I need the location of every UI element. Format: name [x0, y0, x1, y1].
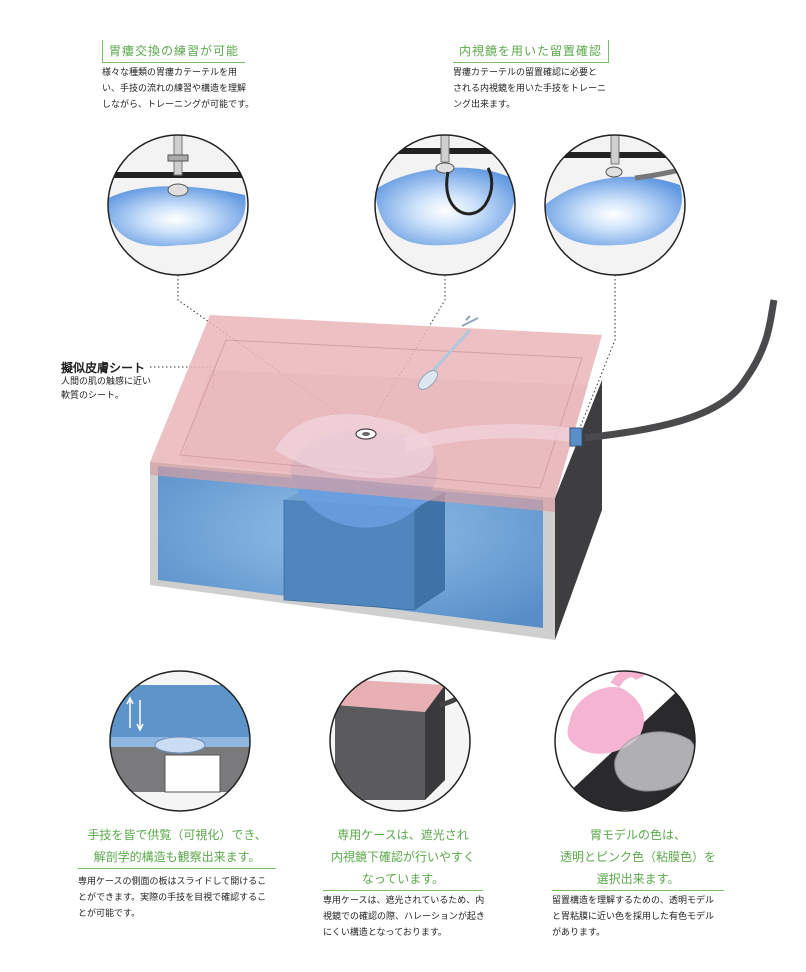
feature-title-model-color: 胃モデルの色は、 透明とピンク色（粘膜色）を 選択出来ます。	[552, 824, 724, 891]
skin-sheet-desc: 人間の肌の触感に近い 軟質のシート。	[61, 377, 152, 401]
skin-sheet-title: 擬似皮膚シート	[61, 361, 146, 375]
detail-circle-case	[329, 670, 471, 812]
feature-desc-model-color: 留置構造を理解するための、透明モデル と胃粘膜に近い色を採用した有色モデル があ…	[552, 896, 715, 938]
training-case	[150, 299, 778, 640]
feature-desc-visibility: 専用ケースの側面の板はスライドして開けるこ とができます。実際の手技を目視で確認…	[78, 877, 267, 919]
feature-desc-light-shield: 専用ケースは、遮光されているため、内 視鏡での確認の際、ハレーションが起き にく…	[323, 896, 485, 938]
detail-circle-side-open	[109, 670, 251, 812]
feature-title-visibility: 手技を皆で供覧（可視化）でき、 解剖学的構造も観察出来ます。	[78, 824, 276, 869]
detail-circle-3	[544, 134, 686, 276]
detail-circle-1	[107, 134, 249, 276]
detail-circle-stomach-models	[554, 670, 696, 812]
feature-title-exchange: 胃瘻交換の練習が可能	[102, 40, 246, 63]
feature-title-light-shield: 専用ケースは、遮光され 内視鏡下確認が行いやすく なっています。	[323, 824, 483, 891]
feature-desc-endoscope: 胃瘻カテーテルの留置確認に必要と される内視鏡を用いた手技をトレーニ ング出来ま…	[453, 68, 607, 110]
feature-desc-exchange: 様々な種類の胃瘻カテーテルを用 い、手技の流れの練習や構造を理解 しながら、トレ…	[102, 68, 255, 110]
feature-title-endoscope: 内視鏡を用いた留置確認	[453, 40, 610, 63]
detail-circle-2	[374, 134, 516, 276]
